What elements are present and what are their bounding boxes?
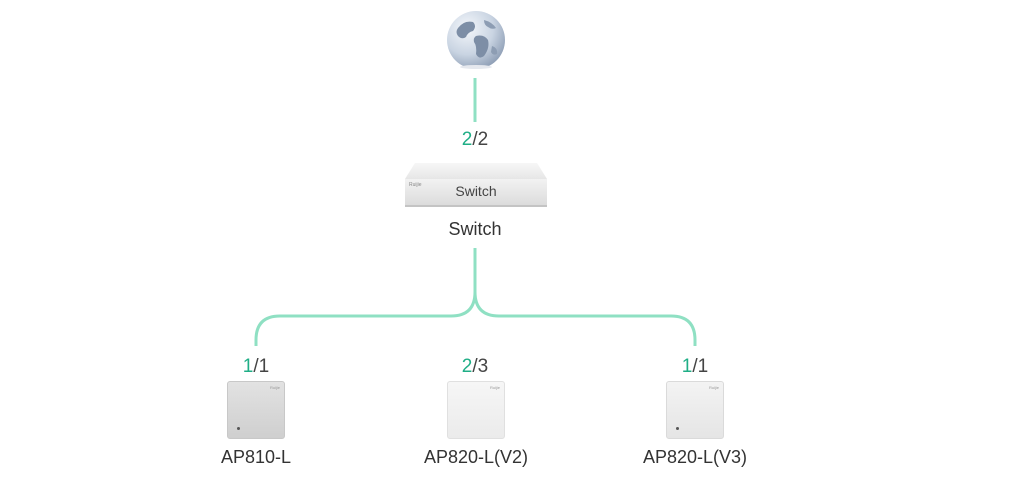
ap820-v3-led-icon: [676, 427, 679, 430]
ap820-v3-device[interactable]: Ruijie: [666, 381, 724, 439]
link-switch-ap810: [254, 248, 477, 346]
ap810-online-count: 1: [242, 356, 254, 377]
ap820-v2-count: 2/3: [462, 356, 488, 378]
ap820-v3-brand-logo: Ruijie: [708, 385, 719, 390]
ap810-model-label: AP810-L: [220, 447, 292, 467]
switch-front-panel: Ruijie Switch: [405, 179, 547, 207]
ap820-v2-brand-logo: Ruijie: [489, 385, 500, 390]
ap820-v2-device[interactable]: Ruijie: [447, 381, 505, 439]
globe-icon[interactable]: [446, 10, 506, 70]
uplink-count: 2/2: [462, 129, 488, 151]
ap820-v2-model-label: AP820-L(V2): [423, 447, 529, 467]
switch-top-panel: [405, 163, 547, 179]
ap810-device[interactable]: Ruijie: [227, 381, 285, 439]
ap810-brand-logo: Ruijie: [269, 385, 280, 390]
ap820-v3-model-label: AP820-L(V3): [642, 447, 748, 467]
switch-device[interactable]: Ruijie Switch: [405, 163, 547, 207]
ap820-v3-count: 1/1: [682, 356, 708, 378]
link-switch-ap820-v3: [473, 291, 697, 346]
ap820-v3-total-count: /1: [692, 356, 709, 377]
ap820-v2-total-count: /3: [472, 356, 489, 377]
ap820-v3-online-count: 1: [681, 356, 693, 377]
uplink-total-count: /2: [472, 129, 489, 150]
switch-name-label: Switch: [448, 219, 502, 239]
switch-face-label: Switch: [455, 183, 497, 199]
ap810-total-count: /1: [253, 356, 270, 377]
ap810-count: 1/1: [243, 356, 269, 378]
ap810-led-icon: [237, 427, 240, 430]
uplink-online-count: 2: [461, 129, 473, 150]
switch-brand-logo: Ruijie: [409, 182, 422, 188]
ap820-v2-online-count: 2: [461, 356, 473, 377]
